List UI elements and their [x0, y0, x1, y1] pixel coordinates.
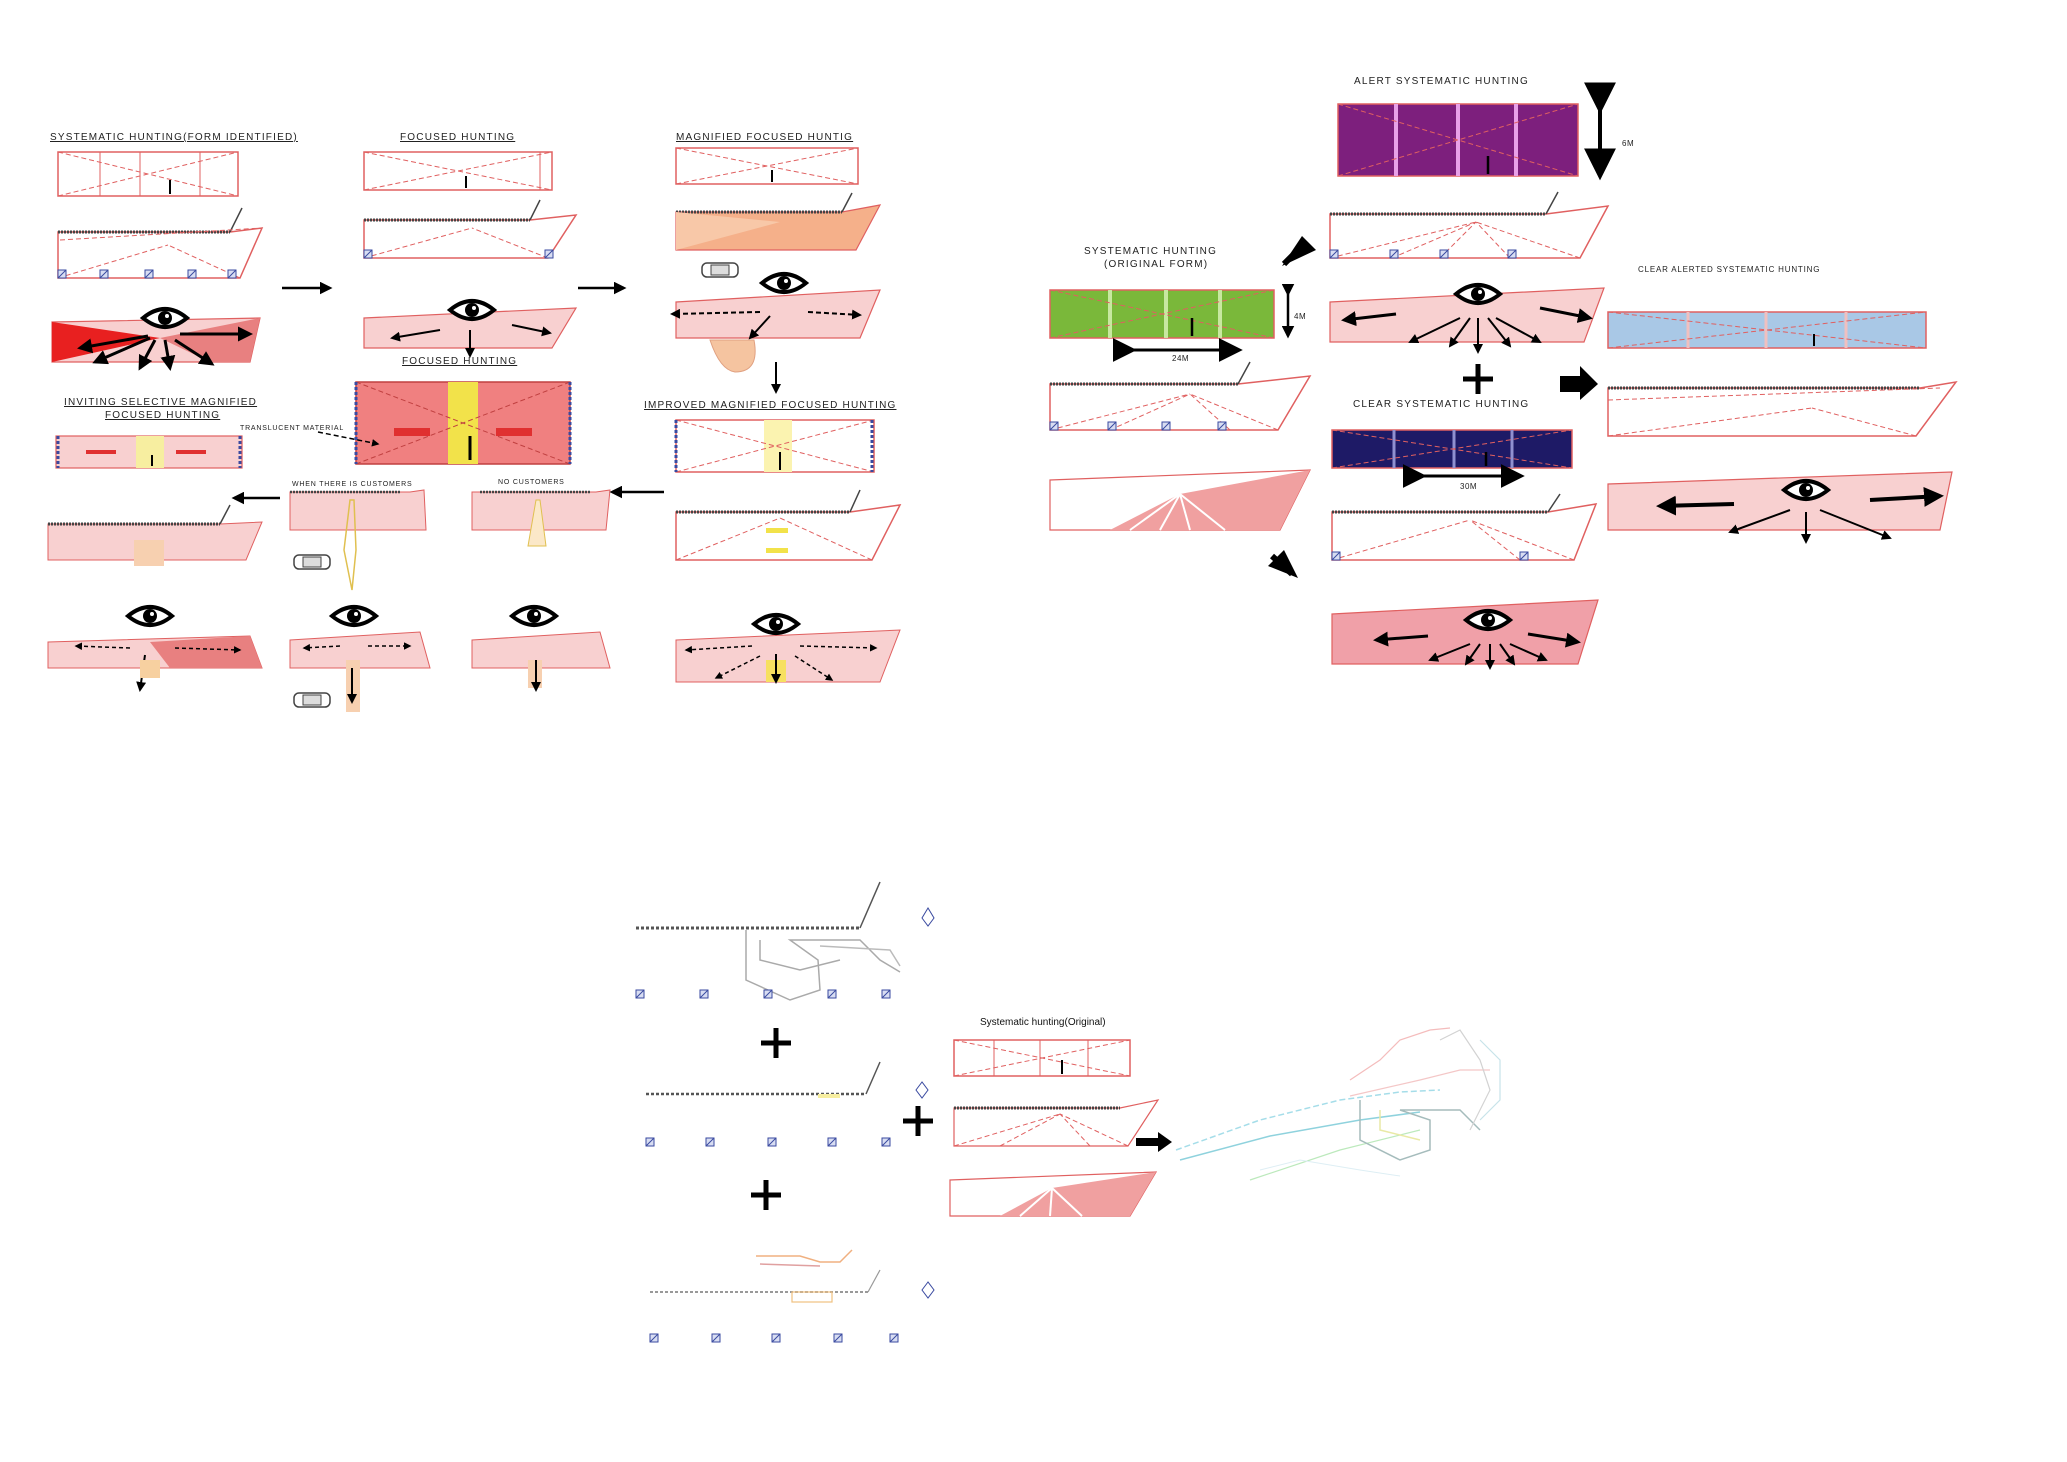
- view-original-fan: [1050, 470, 1310, 530]
- plus-bottom-2: [751, 1180, 781, 1210]
- view-improved-eye: [676, 615, 900, 682]
- view-systematic-eye: [52, 309, 260, 368]
- section-alert: [1330, 192, 1608, 258]
- plus-bottom-1: [761, 1028, 791, 1058]
- view-clear-alerted-eye: [1608, 472, 1952, 542]
- section-systematic-form: [58, 208, 262, 278]
- section-inviting: [48, 505, 262, 566]
- plan-alert-purple: [1338, 104, 1578, 176]
- view-no-customers-eye: [472, 607, 610, 690]
- section-clear: [1332, 494, 1596, 560]
- plan-clear-navy: [1332, 430, 1572, 468]
- plus-bottom-3: [903, 1106, 933, 1136]
- plan-magnified: [676, 148, 858, 184]
- view-magnified-eye: [672, 274, 880, 372]
- plan-inviting: [56, 436, 242, 468]
- section-original: [1050, 362, 1310, 430]
- plan-improved: [676, 420, 874, 472]
- view-bottom-fan: [950, 1172, 1156, 1216]
- plan-systematic-form: [58, 152, 238, 196]
- plan-focused: [364, 152, 552, 190]
- section-customers: [290, 490, 426, 590]
- layer-structure-1: [636, 882, 934, 1000]
- view-clear-eye: [1332, 600, 1598, 668]
- arrow-to-clear-alerted: [1560, 366, 1598, 400]
- view-alert-eye: [1330, 285, 1604, 352]
- section-no-customers: [472, 490, 610, 546]
- section-clear-alerted: [1608, 382, 1956, 436]
- plan-bottom-original: [954, 1040, 1130, 1076]
- composite-sketch: [1176, 1028, 1500, 1180]
- section-improved: [676, 490, 900, 560]
- plan-focused-red: [356, 382, 570, 464]
- section-bottom-original: [954, 1100, 1158, 1146]
- view-focused-eye: [364, 301, 576, 356]
- plan-clear-alerted: [1608, 312, 1926, 348]
- section-magnified: [676, 193, 880, 277]
- view-customers-eye: [290, 607, 430, 712]
- plan-original-green: [1050, 290, 1274, 338]
- layer-structure-3: [650, 1250, 934, 1342]
- layer-structure-2: [646, 1062, 928, 1146]
- arrow-to-composite: [1136, 1132, 1172, 1152]
- view-inviting-eye: [48, 607, 262, 690]
- section-focused: [364, 200, 576, 258]
